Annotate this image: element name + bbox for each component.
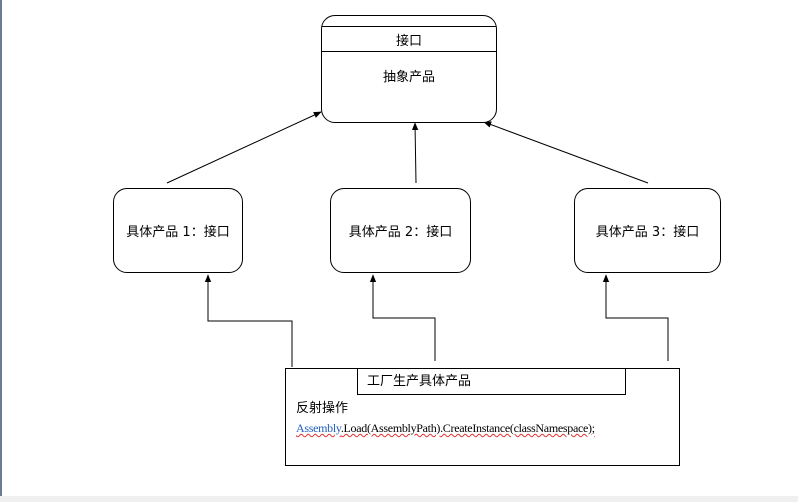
product-2-label: 具体产品 2：接口 <box>348 225 453 240</box>
arrow-product3-to-interface <box>483 121 649 184</box>
code-call-chain: .Load(AssemblyPath).CreateInstance(class… <box>340 421 595 435</box>
factory-box: 工厂生产具体产品 反射操作 Assembly.Load(AssemblyPath… <box>285 368 680 466</box>
product-box-3: 具体产品 3：接口 <box>574 188 721 273</box>
factory-subtitle: 反射操作 <box>296 401 349 416</box>
factory-title: 工厂生产具体产品 <box>357 368 626 395</box>
arrow-factory-to-product3 <box>602 274 669 361</box>
arrow-product1-to-interface <box>166 111 322 184</box>
window-bottom-edge <box>0 496 798 502</box>
factory-code-line: Assembly.Load(AssemblyPath).CreateInstan… <box>296 421 595 436</box>
product-box-1: 具体产品 1：接口 <box>113 188 243 273</box>
arrow-product2-to-interface <box>411 122 419 184</box>
arrow-factory-to-product2 <box>369 274 436 361</box>
interface-box: 接口 抽象产品 <box>321 15 497 123</box>
product-box-2: 具体产品 2：接口 <box>330 188 471 273</box>
arrow-factory-to-product1 <box>204 274 293 367</box>
product-3-label: 具体产品 3：接口 <box>595 225 700 240</box>
product-1-label: 具体产品 1：接口 <box>126 225 230 240</box>
interface-title: 接口 <box>322 26 496 52</box>
window-left-edge <box>0 0 2 502</box>
interface-subtitle: 抽象产品 <box>382 70 435 85</box>
code-assembly-token: Assembly <box>296 421 341 435</box>
